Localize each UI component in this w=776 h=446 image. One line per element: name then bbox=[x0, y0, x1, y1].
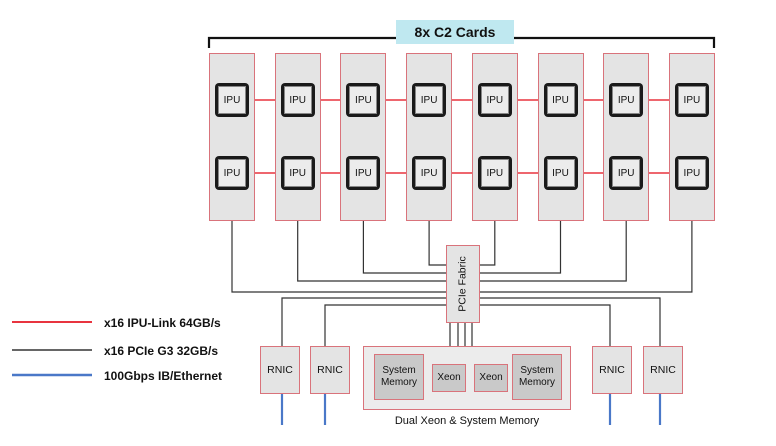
ipu-chip-bottom: IPU bbox=[346, 156, 381, 190]
ipu-label: IPU bbox=[415, 86, 444, 114]
ipu-label: IPU bbox=[283, 159, 312, 187]
rnic-3: RNIC bbox=[592, 346, 632, 394]
xeon-left: Xeon bbox=[432, 364, 466, 392]
ipu-label: IPU bbox=[349, 86, 378, 114]
system-memory-right: System Memory bbox=[512, 354, 562, 400]
c2-card-7 bbox=[603, 53, 650, 221]
ipu-chip-top: IPU bbox=[674, 83, 709, 117]
ipu-chip-top: IPU bbox=[543, 83, 578, 117]
pcie-fabric: PCIe Fabric bbox=[446, 245, 480, 323]
ipu-label: IPU bbox=[218, 159, 246, 187]
ipu-label: IPU bbox=[546, 86, 575, 114]
ipu-label: IPU bbox=[283, 86, 312, 114]
legend-pcie-label: x16 PCIe G3 32GB/s bbox=[104, 344, 219, 358]
rnic-label: RNIC bbox=[317, 364, 343, 376]
rnic-label: RNIC bbox=[650, 364, 676, 376]
dual-xeon-system-memory: System Memory Xeon Xeon System Memory bbox=[363, 346, 571, 410]
ipu-label: IPU bbox=[677, 86, 706, 114]
ipu-label: IPU bbox=[480, 159, 509, 187]
c2-card-4 bbox=[406, 53, 453, 221]
ipu-chip-bottom: IPU bbox=[477, 156, 512, 190]
ipu-label: IPU bbox=[546, 159, 575, 187]
legend-network-label: 100Gbps IB/Ethernet bbox=[104, 369, 223, 383]
rnic-4: RNIC bbox=[643, 346, 683, 394]
ipu-label: IPU bbox=[480, 86, 509, 114]
ipu-chip-top: IPU bbox=[215, 83, 249, 117]
rnic-1: RNIC bbox=[260, 346, 300, 394]
ipu-label: IPU bbox=[612, 86, 641, 114]
c2-card-8 bbox=[668, 53, 715, 221]
rnic-label: RNIC bbox=[267, 364, 293, 376]
system-memory-left: System Memory bbox=[374, 354, 424, 400]
c2-card-3 bbox=[340, 53, 387, 221]
pcie-card-link bbox=[473, 221, 627, 282]
ipu-label: IPU bbox=[677, 159, 706, 187]
ipu-label: IPU bbox=[349, 159, 378, 187]
xeon-right: Xeon bbox=[474, 364, 508, 392]
xeon-group-caption: Dual Xeon & System Memory bbox=[394, 415, 540, 427]
ipu-chip-top: IPU bbox=[477, 83, 512, 117]
ipu-chip-bottom: IPU bbox=[412, 156, 447, 190]
ipu-chip-top: IPU bbox=[609, 83, 644, 117]
ipu-label: IPU bbox=[218, 86, 246, 114]
ipu-chip-bottom: IPU bbox=[543, 156, 578, 190]
ipu-chip-bottom: IPU bbox=[674, 156, 709, 190]
pcie-fabric-label: PCIe Fabric bbox=[457, 256, 469, 312]
c2-card-2 bbox=[274, 53, 321, 221]
ipu-chip-bottom: IPU bbox=[215, 156, 249, 190]
rnic-label: RNIC bbox=[599, 364, 625, 376]
cards-title: 8x C2 Cards bbox=[396, 20, 514, 44]
c2-card-6 bbox=[537, 53, 584, 221]
ipu-label: IPU bbox=[612, 159, 641, 187]
pcie-rnic-link bbox=[324, 304, 459, 346]
legend-ipu-link-label: x16 IPU-Link 64GB/s bbox=[104, 316, 221, 330]
ipu-chip-top: IPU bbox=[346, 83, 381, 117]
ipu-chip-top: IPU bbox=[280, 83, 315, 117]
pcie-rnic-link bbox=[467, 304, 611, 346]
c2-card-5 bbox=[471, 53, 518, 221]
ipu-label: IPU bbox=[415, 159, 444, 187]
ipu-chip-top: IPU bbox=[412, 83, 447, 117]
rnic-2: RNIC bbox=[310, 346, 350, 394]
ipu-chip-bottom: IPU bbox=[609, 156, 644, 190]
ipu-chip-bottom: IPU bbox=[280, 156, 315, 190]
c2-card-1 bbox=[209, 53, 255, 221]
